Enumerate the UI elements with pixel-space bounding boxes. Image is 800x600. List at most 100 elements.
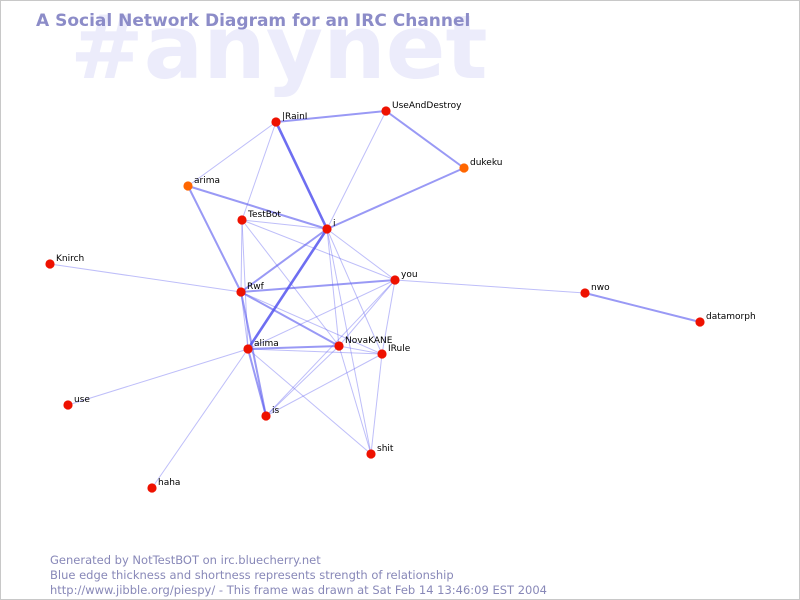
node-dot <box>322 224 332 234</box>
node-dot <box>147 483 157 493</box>
edge-alima-shit <box>247 348 372 455</box>
node-dot <box>366 449 376 459</box>
edge-i-IRule <box>326 228 383 355</box>
node-dot <box>243 344 253 354</box>
edge-alima-haha <box>151 348 249 489</box>
node-dot <box>334 341 344 351</box>
node-use: use <box>63 395 90 410</box>
edge-layer <box>49 110 701 489</box>
node-label: nwo <box>591 283 610 293</box>
edge-NovaKANE-shit <box>338 345 372 455</box>
edge-TestBot-Rwf <box>240 219 243 293</box>
node-label: TestBot <box>247 210 281 220</box>
node-dot <box>45 259 55 269</box>
footer-legend-note: Blue edge thickness and shortness repres… <box>50 568 454 582</box>
edge-i-shit <box>326 228 372 455</box>
edge-alima-is <box>247 348 267 417</box>
edge-TestBot-alima <box>241 219 249 350</box>
node-shit: shit <box>366 444 394 459</box>
node-label: IRule <box>388 344 411 354</box>
node-dot <box>236 287 246 297</box>
edge-Rwf-IRule <box>240 291 383 355</box>
edge-you-is <box>265 279 396 417</box>
edge-TestBot-i <box>241 219 328 230</box>
edge-IRule-shit <box>370 353 383 455</box>
edge-you-nwo <box>394 279 586 294</box>
edge-IRainI-i <box>274 121 329 230</box>
footer: Generated by NotTestBOT on irc.bluecherr… <box>50 553 547 598</box>
node-label: datamorph <box>706 312 756 322</box>
edge-i-NovaKANE <box>326 228 340 347</box>
node-TestBot: TestBot <box>237 210 281 225</box>
edge-IRule-is <box>265 353 383 417</box>
node-label: Knirch <box>56 254 84 264</box>
node-dot <box>381 106 391 116</box>
edge-Rwf-you <box>240 279 396 293</box>
edge-IRainI-UseAndDestroy <box>275 110 387 123</box>
edge-Knirch-Rwf <box>49 263 242 293</box>
node-label: alima <box>254 339 279 349</box>
node-label: dukeku <box>470 158 502 168</box>
node-dot <box>237 215 247 225</box>
edge-alima-use <box>67 348 249 406</box>
edge-UseAndDestroy-i <box>326 110 387 230</box>
edge-UseAndDestroy-dukeku <box>385 110 465 169</box>
edge-alima-NovaKANE <box>247 345 340 350</box>
footer-url-timestamp: http://www.jibble.org/piespy/ - This fra… <box>50 583 547 597</box>
node-label: Rwf <box>247 282 265 292</box>
diagram-title: A Social Network Diagram for an IRC Chan… <box>36 11 471 31</box>
node-dot <box>390 275 400 285</box>
node-label: NovaKANE <box>345 336 393 346</box>
node-IRainI: |RainI <box>271 112 307 127</box>
node-dot <box>377 349 387 359</box>
node-dot <box>271 117 281 127</box>
node-dot <box>63 400 73 410</box>
node-nwo: nwo <box>580 283 610 298</box>
edge-NovaKANE-is <box>265 345 340 417</box>
node-label: |RainI <box>282 112 307 122</box>
edge-nwo-datamorph <box>584 292 701 323</box>
node-label: shit <box>377 444 394 454</box>
node-you: you <box>390 270 418 285</box>
edge-NovaKANE-IRule <box>338 345 383 355</box>
node-IRule: IRule <box>377 344 411 359</box>
edge-you-alima <box>247 279 396 350</box>
edge-you-NovaKANE <box>338 279 396 347</box>
node-label: is <box>272 406 280 416</box>
node-dukeku: dukeku <box>459 158 502 173</box>
edge-alima-IRule <box>247 348 383 355</box>
edge-you-IRule <box>381 279 396 355</box>
node-Rwf: Rwf <box>236 282 265 297</box>
edge-Rwf-is <box>240 291 267 417</box>
node-arima: arima <box>183 176 220 191</box>
edge-i-you <box>326 228 396 281</box>
node-label: you <box>401 270 418 280</box>
edge-arima-Rwf <box>187 185 242 293</box>
node-Knirch: Knirch <box>45 254 84 269</box>
node-NovaKANE: NovaKANE <box>334 336 393 351</box>
node-label: haha <box>158 478 180 488</box>
node-datamorph: datamorph <box>695 312 756 327</box>
channel-watermark: #anynet <box>70 0 488 99</box>
edge-IRainI-arima <box>187 121 277 187</box>
node-label: i <box>333 219 336 229</box>
edge-TestBot-you <box>241 219 396 281</box>
edge-Rwf-NovaKANE <box>240 291 340 347</box>
edge-dukeku-i <box>326 167 465 230</box>
node-label: use <box>74 395 90 405</box>
node-dot <box>580 288 590 298</box>
node-dot <box>183 181 193 191</box>
node-alima: alima <box>243 339 279 354</box>
node-label: UseAndDestroy <box>392 101 462 111</box>
node-label: arima <box>194 176 220 186</box>
node-UseAndDestroy: UseAndDestroy <box>381 101 462 116</box>
edge-arima-i <box>187 185 328 230</box>
node-i: i <box>322 219 336 234</box>
node-dot <box>261 411 271 421</box>
footer-generated-by: Generated by NotTestBOT on irc.bluecherr… <box>50 553 321 567</box>
node-is: is <box>261 406 280 421</box>
node-dot <box>695 317 705 327</box>
node-dot <box>459 163 469 173</box>
